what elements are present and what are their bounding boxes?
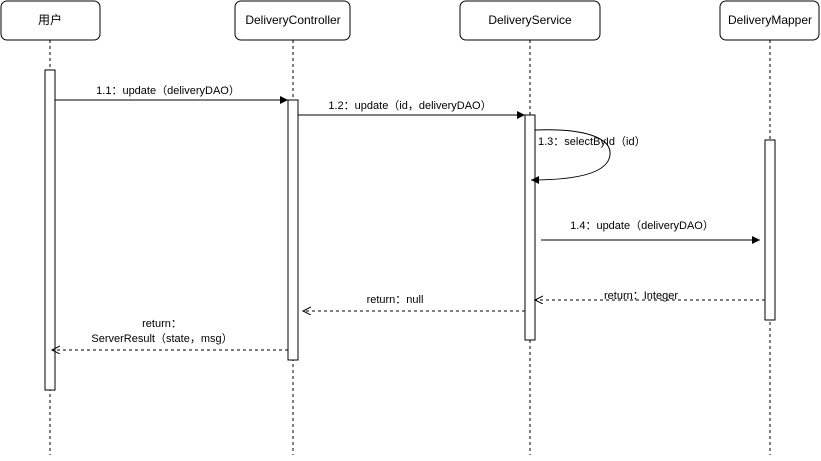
activation-mapper (764, 139, 776, 321)
return-server-result: return： ServerResult（state，msg） (52, 318, 288, 350)
activation-controller (287, 99, 299, 361)
return-null-label: return：null (367, 294, 424, 306)
activation-user (44, 69, 56, 391)
message-1-2: 1.2：update（id，deliveryDAO） (298, 99, 525, 119)
message-1-2-label: 1.2：update（id，deliveryDAO） (328, 99, 491, 112)
return-integer-label: return：Integer (604, 290, 678, 302)
participant-mapper-label: DeliveryMapper (728, 13, 812, 27)
message-1-3: 1.3：selectById（id） (530, 129, 646, 184)
participant-service-label: DeliveryService (488, 13, 572, 27)
participant-user-label: 用户 (38, 12, 62, 27)
participant-user: 用户 (0, 0, 101, 41)
message-1-4: 1.4：update（deliveryDAO） (541, 219, 760, 244)
message-1-3-label: 1.3：selectById（id） (538, 135, 646, 148)
return-server-result-label-line-2: ServerResult（state，msg） (91, 332, 232, 345)
message-1-1-label: 1.1：update（deliveryDAO） (96, 84, 240, 97)
message-1-1: 1.1：update（deliveryDAO） (55, 84, 288, 104)
participant-controller-label: DeliveryController (245, 13, 340, 27)
return-null: return：null (303, 294, 525, 311)
message-1-4-label: 1.4：update（deliveryDAO） (570, 219, 714, 232)
return-server-result-label-line-1: return： (142, 318, 182, 330)
return-integer: return：Integer (535, 290, 765, 302)
participant-controller: DeliveryController (234, 0, 351, 41)
activation-service (524, 114, 536, 341)
participant-service: DeliveryService (459, 0, 601, 41)
participant-mapper: DeliveryMapper (719, 0, 820, 41)
